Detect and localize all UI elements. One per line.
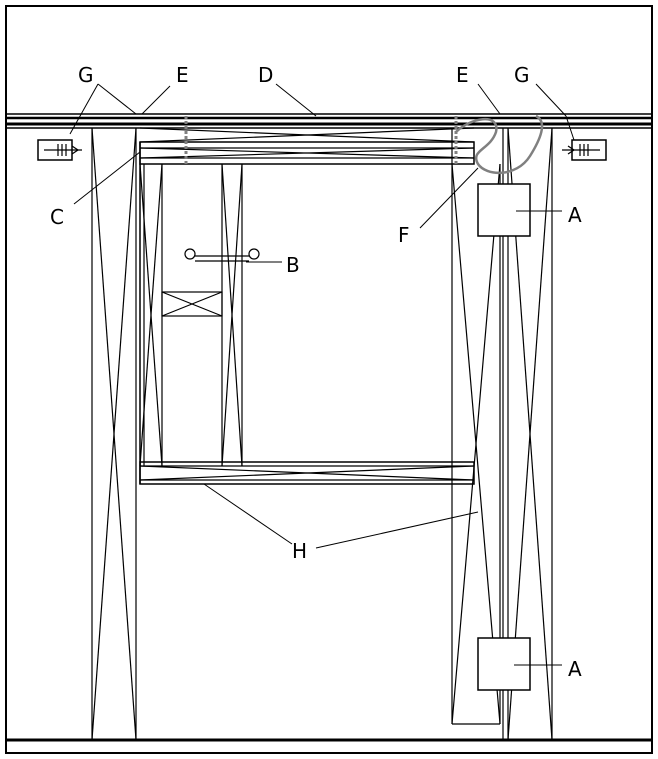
door-frame <box>139 141 475 485</box>
label-f: F <box>398 223 410 247</box>
leader-lines <box>69 83 575 666</box>
left-post <box>91 127 137 741</box>
label-e-right: E <box>456 63 469 87</box>
ceiling-beam <box>6 113 652 129</box>
outer-frame <box>5 5 653 754</box>
pulley-block-upper <box>477 183 531 237</box>
label-g-right: G <box>514 63 530 87</box>
label-e-left: E <box>176 63 189 87</box>
label-d: D <box>258 63 273 87</box>
label-a-upper: A <box>568 203 582 227</box>
door-handle <box>184 248 260 262</box>
chain <box>455 114 544 175</box>
label-b: B <box>286 253 300 277</box>
label-a-lower: A <box>568 657 582 681</box>
slider-rail <box>139 127 475 143</box>
label-c: C <box>50 205 64 229</box>
pulley-block-lower <box>477 637 531 691</box>
label-h: H <box>292 539 307 563</box>
mounting-bracket-left <box>37 139 82 161</box>
label-g-left: G <box>78 63 94 87</box>
mounting-bracket-right <box>562 139 607 161</box>
